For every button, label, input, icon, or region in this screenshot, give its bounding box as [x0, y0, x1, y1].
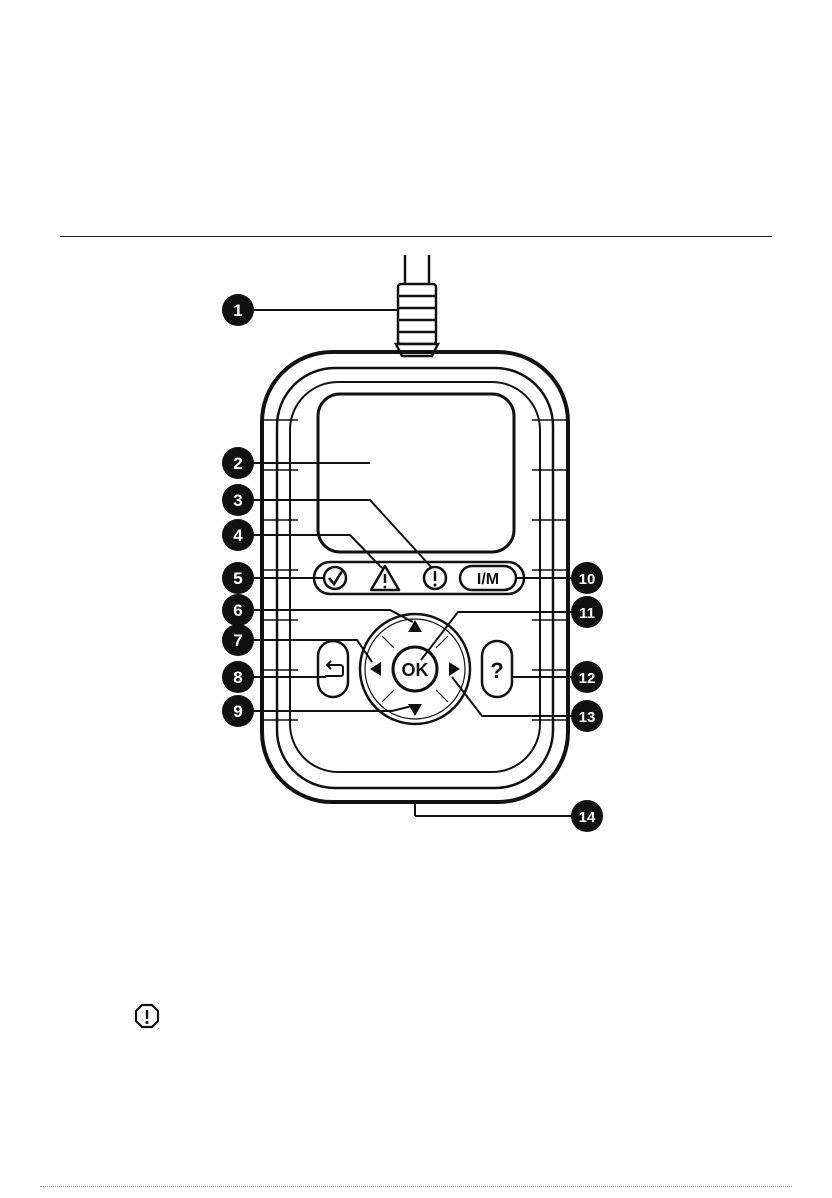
callout-1: 1: [222, 294, 254, 326]
help-button-label: ?: [490, 658, 503, 683]
dtc-button[interactable]: [424, 567, 446, 589]
im-button-label: I/M: [477, 571, 499, 588]
svg-text:1: 1: [233, 301, 242, 320]
svg-text:5: 5: [233, 569, 242, 588]
callout-13: 13: [571, 700, 603, 732]
help-button[interactable]: ?: [482, 641, 512, 697]
exclamation-circle-icon: [134, 1003, 160, 1029]
callout-4: 4: [222, 519, 254, 551]
callout-12: 12: [571, 661, 603, 693]
callout-11: 11: [571, 596, 603, 628]
ok-button-label: OK: [402, 660, 429, 680]
footer-divider: [40, 1186, 792, 1187]
callout-3: 3: [222, 484, 254, 516]
cable-strain-relief: [396, 284, 438, 356]
callout-10: 10: [571, 562, 603, 594]
callout-5: 5: [222, 562, 254, 594]
svg-text:14: 14: [579, 809, 596, 826]
svg-text:9: 9: [233, 702, 242, 721]
callout-6: 6: [222, 594, 254, 626]
svg-text:3: 3: [233, 491, 242, 510]
callout-9: 9: [222, 695, 254, 727]
svg-text:7: 7: [233, 631, 242, 650]
lcd-screen: [318, 394, 514, 552]
svg-text:8: 8: [233, 668, 242, 687]
svg-text:10: 10: [579, 571, 596, 588]
callout-8: 8: [222, 661, 254, 693]
readiness-button[interactable]: [324, 567, 346, 589]
svg-text:13: 13: [579, 709, 596, 726]
back-button[interactable]: [318, 641, 348, 697]
check-circle-icon: [324, 567, 346, 589]
ok-button[interactable]: OK: [393, 647, 437, 691]
callout-14: 14: [571, 800, 603, 832]
svg-text:6: 6: [233, 601, 242, 620]
svg-text:12: 12: [579, 670, 596, 687]
callout-2: 2: [222, 447, 254, 479]
callout-7: 7: [222, 624, 254, 656]
svg-text:2: 2: [233, 454, 242, 473]
im-button[interactable]: I/M: [460, 566, 516, 590]
svg-text:4: 4: [233, 526, 243, 545]
svg-text:11: 11: [579, 605, 595, 622]
